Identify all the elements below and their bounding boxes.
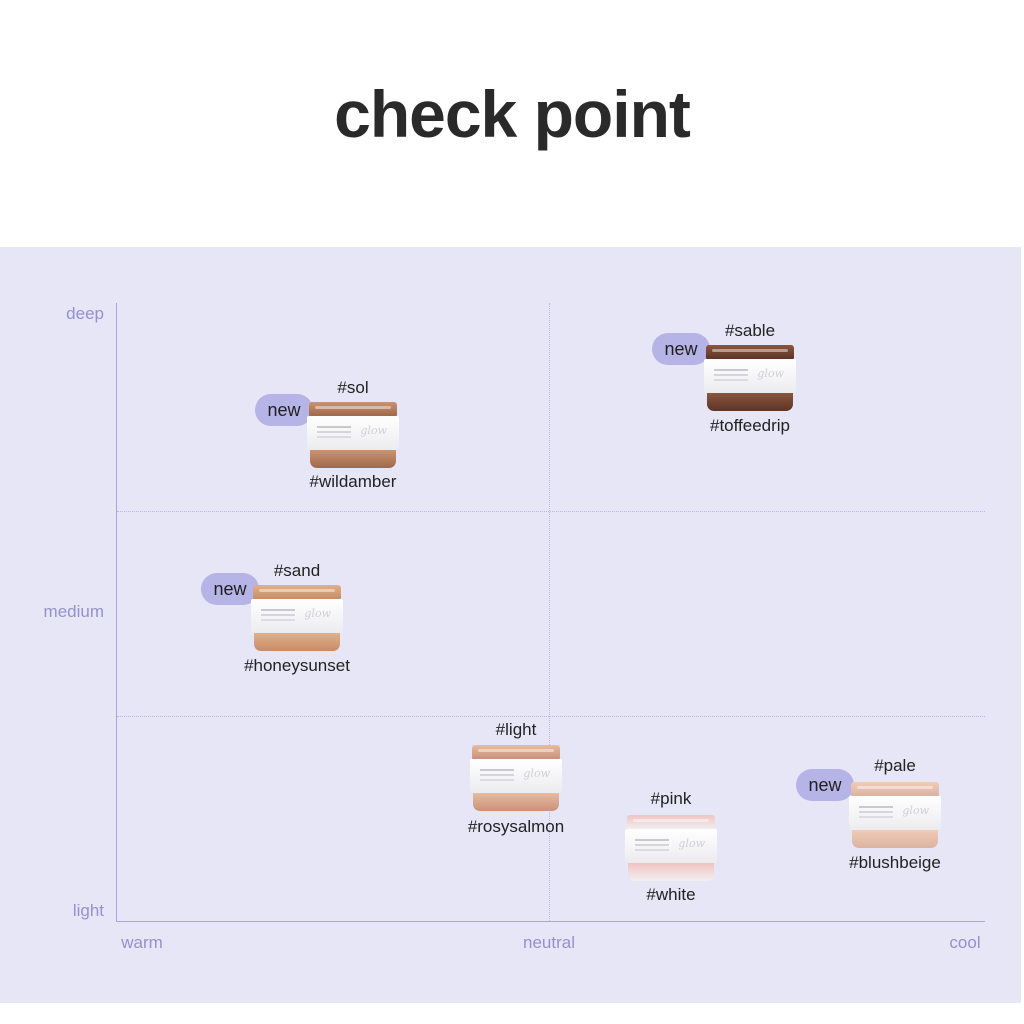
jar-icon[interactable] <box>251 585 343 651</box>
product-top-label: #pale <box>874 756 916 775</box>
product-pink-white[interactable]: #pink #white <box>625 789 717 904</box>
jar-icon[interactable] <box>307 402 399 468</box>
y-label-medium: medium <box>43 602 104 621</box>
x-axis <box>116 921 985 922</box>
y-label-deep: deep <box>66 304 104 323</box>
page-title: check point <box>334 77 691 151</box>
product-top-label: #light <box>495 720 537 739</box>
product-bottom-label: #blushbeige <box>849 853 941 872</box>
product-bottom-label: #wildamber <box>309 472 397 491</box>
product-bottom-label: #white <box>646 885 696 904</box>
product-bottom-label: #rosysalmon <box>467 817 565 836</box>
new-badge: new <box>652 333 710 365</box>
product-sand-honeysunset[interactable]: new #sand #honeysunset <box>201 561 350 675</box>
jar-icon[interactable] <box>625 815 717 881</box>
x-label-neutral: neutral <box>523 933 575 952</box>
new-badge: new <box>255 394 313 426</box>
shade-map-panel <box>0 247 1021 1003</box>
product-top-label: #sand <box>273 561 321 580</box>
upper-gridline <box>117 511 985 512</box>
new-badge: new <box>796 769 854 801</box>
jar-icon[interactable] <box>470 745 562 811</box>
product-sable-toffeedrip[interactable]: new #sable #toffeedrip <box>652 321 796 435</box>
neutral-gridline <box>549 303 550 921</box>
product-bottom-label: #honeysunset <box>244 656 350 675</box>
product-pale-blushbeige[interactable]: new #pale #blushbeige <box>796 756 941 872</box>
product-top-label: #sable <box>724 321 776 340</box>
product-sol-wildamber[interactable]: new #sol #wildamber <box>255 378 399 491</box>
new-badge: new <box>201 573 259 605</box>
jar-icon[interactable] <box>849 782 941 848</box>
y-axis <box>116 303 117 922</box>
x-label-warm: warm <box>121 933 163 952</box>
product-top-label: #pink <box>650 789 692 808</box>
x-label-cool: cool <box>949 933 981 952</box>
product-light-rosysalmon[interactable]: #light #rosysalmon <box>468 720 564 836</box>
y-label-light: light <box>72 901 104 920</box>
product-top-label: #sol <box>337 378 369 397</box>
lower-gridline <box>117 716 985 717</box>
product-bottom-label: #toffeedrip <box>709 416 791 435</box>
jar-icon[interactable] <box>704 345 796 411</box>
